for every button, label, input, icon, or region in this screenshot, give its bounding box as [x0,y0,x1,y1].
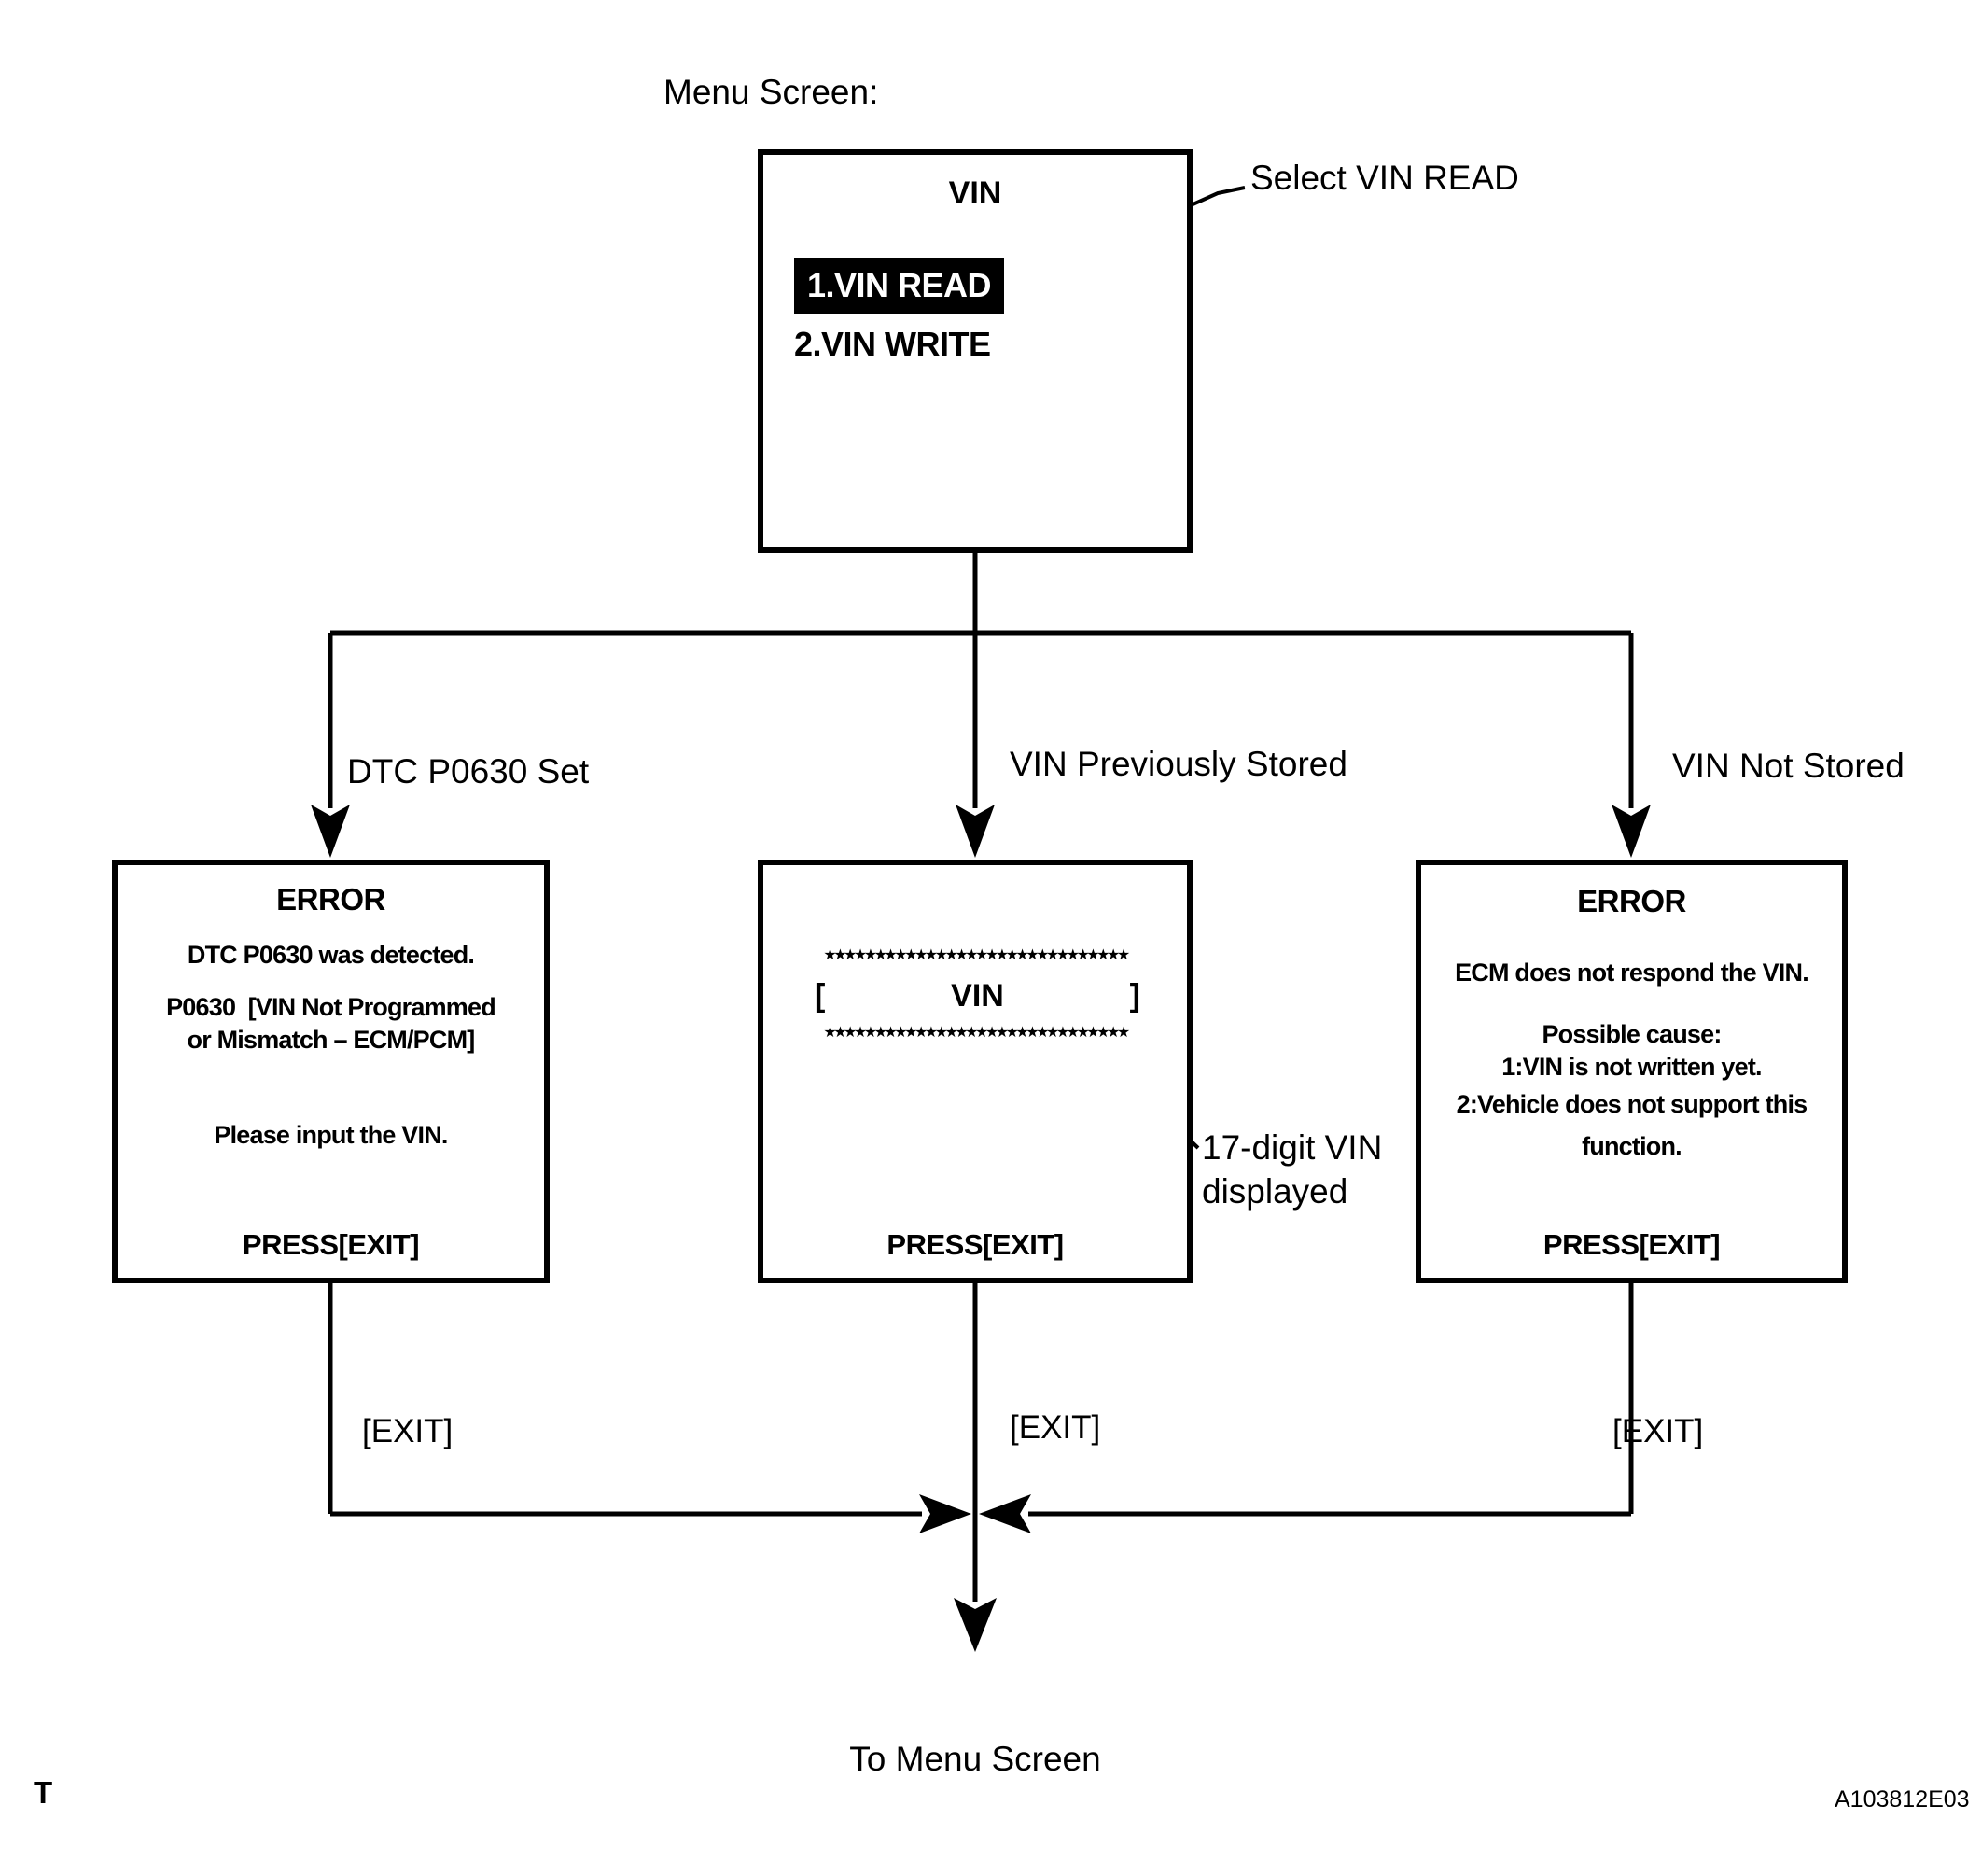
page-footer-mark: T [34,1775,53,1810]
figure-reference-code: A103812E03 [1835,1786,1970,1813]
vin-display-screen: ★★★★★★★★★★★★★★★★★★★★★★★★★★★★★★ [ VIN ] ★… [758,860,1193,1283]
bracket-open: [ [815,978,826,1014]
error-screen-ecm-no-response: ERROR ECM does not respond the VIN. Poss… [1416,860,1848,1283]
vin-digits-annotation-line1: 17-digit VIN [1202,1128,1383,1167]
stars-row-top: ★★★★★★★★★★★★★★★★★★★★★★★★★★★★★★ [823,947,1130,963]
error-text-line: Please input the VIN. [214,1121,448,1149]
select-vin-read-annotation: Select VIN READ [1250,159,1519,197]
error-text-line: P0630 [VIN Not Programmed [166,993,496,1021]
error-title: ERROR [276,882,385,917]
error-text-line: DTC P0630 was detected. [187,941,475,969]
exit-label-left: [EXIT] [362,1413,454,1449]
error-text-line: function. [1582,1132,1682,1160]
to-menu-screen-label: To Menu Screen [849,1740,1101,1778]
press-exit-label: PRESS[EXIT] [886,1228,1064,1261]
arrowhead-into-left-box [311,805,350,858]
branch-label-vin-previously-stored: VIN Previously Stored [1010,745,1347,783]
press-exit-label: PRESS[EXIT] [1542,1228,1721,1261]
error-text-line: ECM does not respond the VIN. [1455,959,1809,987]
branch-label-vin-not-stored: VIN Not Stored [1672,747,1905,785]
vin-menu-screen-box: VIN 1.VIN READ 2.VIN WRITE [758,149,1193,553]
arrowhead-into-right-box [1612,805,1651,858]
error-text-line: or Mismatch – ECM/PCM] [187,1026,476,1054]
vin-bracket-row: [ VIN ] [815,978,1140,1015]
error-text-line: 2:Vehicle does not support this [1456,1090,1808,1118]
exit-label-center: [EXIT] [1010,1409,1101,1446]
vin-digits-annotation: 17-digit VIN displayed [1202,1126,1382,1213]
branch-label-dtc-p0630-set: DTC P0630 Set [347,752,590,791]
menu-item-vin-write[interactable]: 2.VIN WRITE [794,325,991,363]
arrowhead-into-middle-box [956,805,995,858]
vin-digits-annotation-line2: displayed [1202,1172,1348,1211]
error-title: ERROR [1577,884,1686,918]
arrowhead-junction-from-left [919,1494,971,1533]
stars-row-bottom: ★★★★★★★★★★★★★★★★★★★★★★★★★★★★★★ [823,1025,1130,1041]
vin-value-label: VIN [951,978,1004,1014]
error-screen-dtc-p0630: ERROR DTC P0630 was detected. P0630 [VIN… [112,860,550,1283]
bracket-close: ] [1129,978,1140,1014]
menu-item-vin-read[interactable]: 1.VIN READ [794,258,1005,314]
arrowhead-junction-from-right [979,1494,1031,1533]
press-exit-label: PRESS[EXIT] [242,1228,420,1261]
exit-label-right: [EXIT] [1612,1413,1704,1449]
error-text-line: 1:VIN is not written yet. [1501,1053,1762,1081]
menu-screen-caption: Menu Screen: [663,73,879,111]
vin-menu-title: VIN [948,175,1002,211]
arrowhead-to-menu-screen [954,1598,997,1652]
error-text-line: Possible cause: [1542,1020,1722,1048]
